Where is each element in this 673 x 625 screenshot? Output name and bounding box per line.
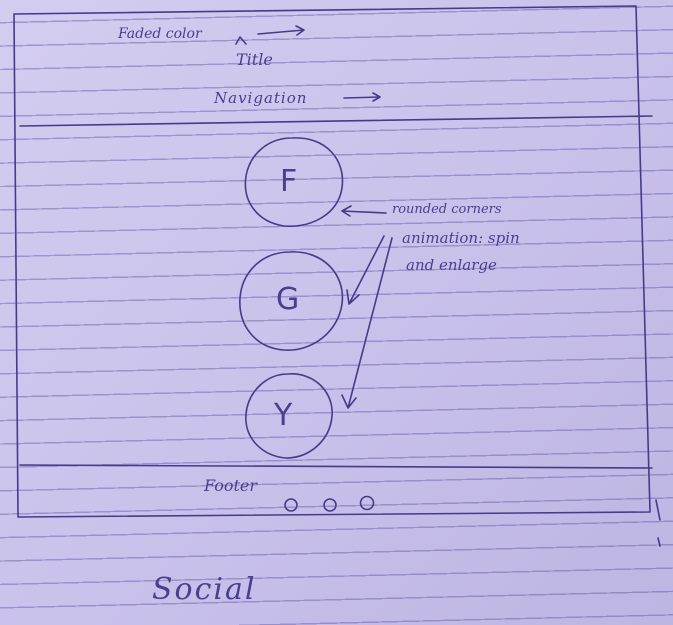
faded-color-arrow: [257, 25, 305, 36]
social-caption: Social: [152, 572, 257, 607]
social-letter-f: F: [280, 164, 298, 199]
animation-arrow-g: [346, 235, 385, 305]
social-letter-y: Y: [274, 398, 293, 433]
circle-f-outline: [244, 137, 344, 227]
circle-g-outline: [239, 251, 344, 351]
navigation-arrow: [343, 92, 381, 102]
header-divider: [19, 115, 653, 127]
title-pointer: [235, 36, 247, 45]
footer-divider: [19, 464, 653, 469]
social-dot-2: [323, 498, 337, 512]
animation-note-line1: animation: spin: [402, 229, 520, 247]
rounded-corners-arrow: [341, 205, 387, 217]
rounded-corners-note: rounded corners: [392, 202, 502, 217]
footer-label: Footer: [204, 476, 258, 495]
faded-color-note: Faded color: [118, 26, 202, 42]
page-frame: [13, 5, 651, 518]
social-letter-g: G: [276, 282, 300, 317]
edge-mark: [655, 499, 661, 547]
animation-arrow-y: [341, 237, 393, 409]
circle-y-outline: [245, 373, 333, 459]
social-dot-3: [359, 495, 375, 511]
social-dot-1: [284, 498, 298, 512]
title-label: Title: [236, 50, 273, 69]
animation-note-line2: and enlarge: [406, 256, 497, 274]
navigation-label: Navigation: [214, 89, 308, 107]
